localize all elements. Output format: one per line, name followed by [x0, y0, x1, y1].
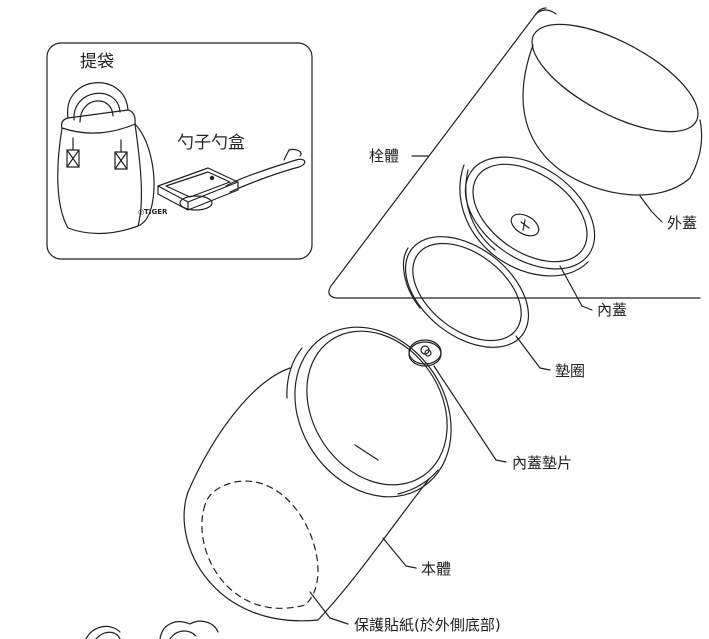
leader-inner-lid [559, 265, 593, 311]
accessories-inset [46, 42, 313, 260]
inner-lid-drawing [459, 156, 596, 277]
inset-frame [46, 42, 313, 260]
bracket-corner [535, 9, 557, 15]
tiger-brand-mark: ◎TIGER [138, 208, 168, 216]
spoon-and-case-drawing [157, 148, 306, 211]
main-body-drawing [183, 326, 452, 622]
stopper-label: 栓體 [369, 147, 400, 165]
gasket-drawing [402, 236, 530, 348]
gasket-label: 墊圈 [555, 362, 586, 380]
spoon-case-label: 勺子勺盒 [177, 133, 245, 153]
leader-outer-lid [639, 195, 663, 223]
carry-bag-drawing [57, 82, 155, 235]
inner-lid-label: 內蓋 [597, 301, 628, 319]
leader-body [382, 537, 417, 569]
cropped-fragment-drawings [85, 620, 219, 639]
leader-lines [309, 155, 663, 625]
inner-lid-gasket-label: 內蓋墊片 [512, 454, 573, 472]
outer-lid-drawing [522, 23, 703, 196]
protective-sticker-label: 保護貼紙(於外側底部) [354, 616, 501, 634]
leader-sticker [309, 591, 349, 625]
bag-label: 提袋 [80, 52, 114, 72]
leader-inner-lid-gasket [433, 365, 507, 463]
leader-gasket [515, 335, 551, 371]
outer-lid-label: 外蓋 [667, 214, 698, 232]
body-label: 本體 [421, 560, 452, 578]
stopper-group-bracket [328, 7, 701, 299]
